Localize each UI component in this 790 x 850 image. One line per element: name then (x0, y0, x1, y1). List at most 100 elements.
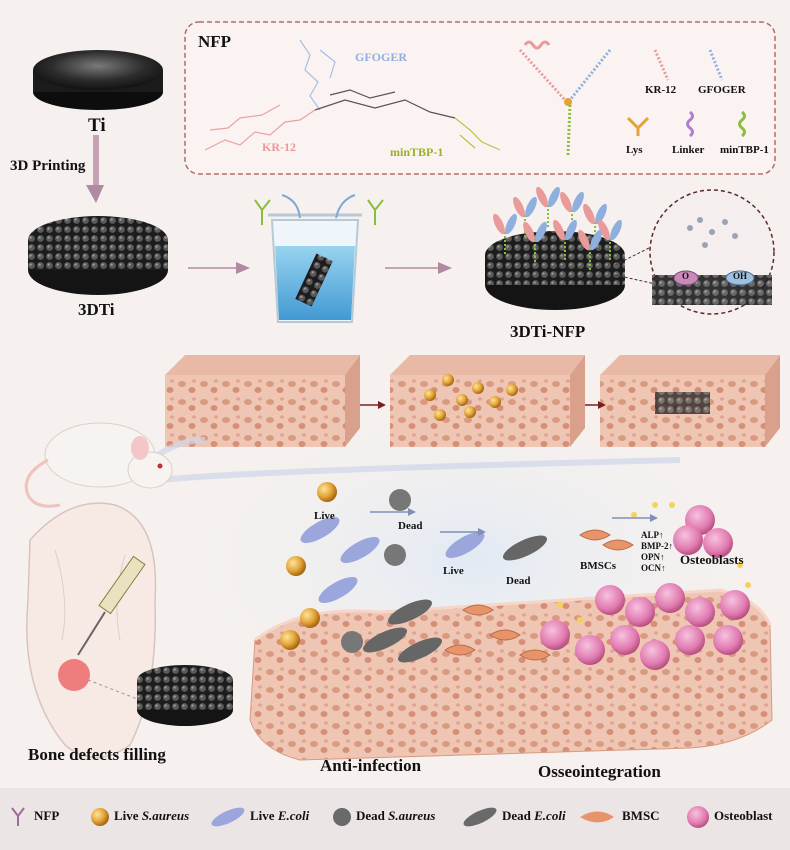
ti-disc (33, 50, 163, 110)
bmsc-cell (444, 644, 476, 656)
legend-dead-e-coli-icon (463, 807, 497, 827)
legend-live-e-coli-icon (211, 807, 245, 827)
osteoblast-cell (720, 590, 750, 620)
legend-osteoblast: Osteoblast (714, 808, 773, 823)
linker-icon (686, 110, 694, 138)
legend-dead-s-aureus: Dead S.aureus (356, 808, 436, 823)
live-e-coli (445, 532, 485, 558)
bmsc-cell (602, 539, 634, 551)
rat (24, 422, 173, 508)
factor-particle (652, 502, 658, 508)
nfp-kr12-arm (493, 213, 505, 235)
nfp-kr12-arm (583, 203, 595, 225)
osteoblast-cell (713, 625, 743, 655)
legend-live-s-aureus: Live S.aureus (114, 808, 190, 823)
surface-zoom-inset (614, 189, 775, 315)
s-aureus-cell (456, 394, 468, 406)
key-linker-label: Linker (672, 144, 705, 156)
nfp-panel-title: NFP (198, 32, 232, 51)
marker-opn: OPN↑ (641, 552, 665, 562)
process-arrow-head (478, 528, 486, 536)
nfp-gfoger-arm (505, 213, 517, 235)
dead-e-coli (397, 637, 443, 663)
factor-particle (669, 502, 675, 508)
legend-bmsc-icon (580, 811, 614, 823)
nfp-gfoger-arm (572, 191, 584, 213)
bone-defects-label: Bone defects filling (28, 745, 166, 764)
osteoblast-cell (540, 620, 570, 650)
legend-dead-e-coli: Dead E.coli (502, 808, 566, 823)
nfp-kr12-label: KR-12 (262, 140, 296, 154)
nfp-kr12-arm (513, 196, 525, 218)
bmsc-cell (489, 629, 521, 641)
gfoger-helix-icon (708, 49, 724, 81)
scene-cells (280, 482, 751, 670)
dead-e-coli (362, 627, 408, 653)
key-kr12-label: KR-12 (645, 84, 677, 96)
live-label-1: Live (314, 510, 335, 522)
bmsc-cell (579, 529, 611, 541)
implanted-scaffold (137, 665, 233, 726)
kr12-helix-icon (653, 49, 670, 81)
syringe (77, 555, 146, 656)
bone-slab (249, 588, 773, 761)
bone-block-arrows (360, 401, 606, 409)
legend-bmsc: BMSC (622, 808, 660, 823)
key-lys-label: Lys (626, 144, 643, 156)
key-mintbp-label: minTBP-1 (720, 144, 769, 156)
legend-dead-s-aureus-icon (333, 808, 351, 826)
factor-particle (737, 562, 743, 568)
live-s-aureus (286, 556, 306, 576)
osteoblast-cell (625, 597, 655, 627)
nfp-gfoger-arm (590, 229, 602, 251)
live-s-aureus (280, 630, 300, 650)
arrow-to-beaker (188, 262, 250, 274)
nfp-drop-icons (254, 194, 384, 225)
nfp-gfoger-arm (610, 219, 622, 241)
ti-label: Ti (88, 115, 106, 136)
s-aureus-cell (506, 384, 518, 396)
nfp-key-icons (626, 49, 746, 138)
nfp-gfoger-arm (548, 186, 560, 208)
process-arrow-head (650, 514, 658, 522)
live-e-coli (300, 517, 340, 543)
legend-live-s-aureus-icon (91, 808, 109, 826)
anti-infection-label: Anti-infection (320, 756, 422, 775)
legend-nfp-icon (11, 807, 25, 826)
printing-label: 3D Printing (10, 158, 86, 174)
marker-bmp2: BMP-2↑ (641, 541, 673, 551)
printing-arrow (86, 135, 104, 203)
bone-block-3 (600, 355, 780, 447)
nfp-kr12-arm (553, 219, 565, 241)
legend-live-e-coli: Live E.coli (250, 808, 310, 823)
arrow-to-threedti-nfp (385, 262, 452, 274)
dead-e-coli (387, 599, 433, 625)
nfp-gfoger-arm (565, 219, 577, 241)
lys-icon (626, 116, 650, 136)
mintbp-icon (738, 110, 746, 138)
s-aureus-cell (464, 406, 476, 418)
bone-block-2 (390, 355, 585, 447)
key-gfoger-label: GFOGER (698, 84, 746, 96)
nfp-kr12-arm (523, 221, 535, 243)
zoom-oh-label: OH (733, 271, 748, 281)
s-aureus-cell (489, 396, 501, 408)
dead-e-coli (502, 535, 548, 561)
osteoblast-cell (610, 625, 640, 655)
osteoblast-cell (655, 583, 685, 613)
nfp-kr12-arm (598, 219, 610, 241)
osteoblasts-label: Osteoblasts (680, 552, 744, 567)
live-e-coli (318, 577, 358, 603)
dead-label-1: Dead (398, 520, 423, 532)
osteoblast-cell (685, 597, 715, 627)
factor-particle (745, 582, 751, 588)
live-e-coli (340, 537, 380, 563)
s-aureus-cell (472, 382, 484, 394)
marker-alp: ALP↑ (641, 530, 664, 540)
threedti-nfp-scaffold (485, 186, 625, 310)
factor-particle (631, 512, 637, 518)
nfp-kr12-arm (578, 229, 590, 251)
nfp-gfoger-arm (595, 203, 607, 225)
nfp-kr12-arm (536, 186, 548, 208)
